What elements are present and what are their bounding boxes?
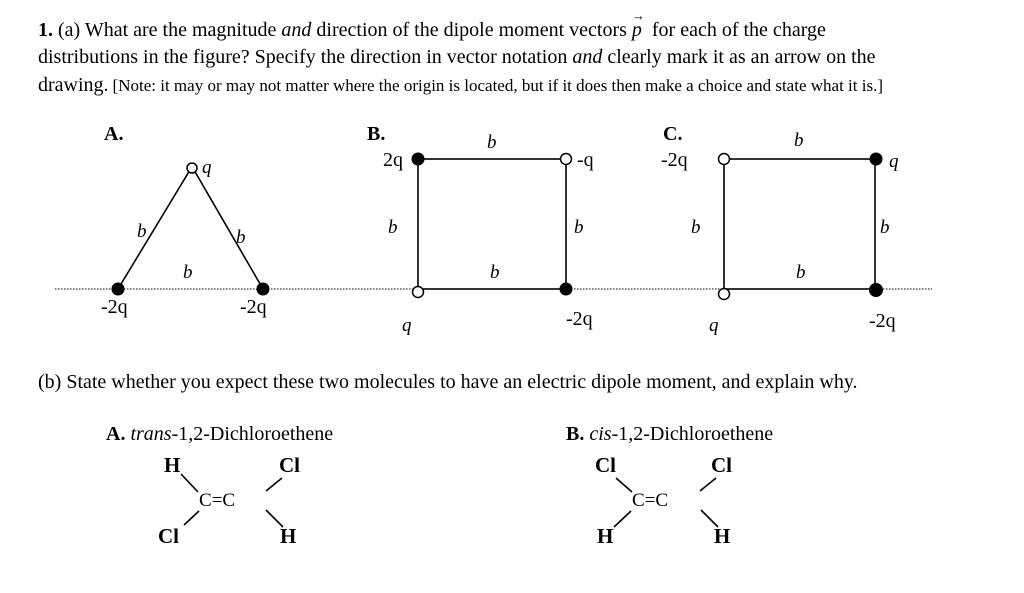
molecule-b-carbon-right: C xyxy=(655,490,669,511)
figure-b-side-right: b xyxy=(574,217,584,238)
square-c xyxy=(723,158,876,290)
figure-b-tl-charge: 2q xyxy=(383,149,403,171)
molecule-a-bottom-left-atom: Cl xyxy=(158,524,179,548)
molecule-b-carbon-left: C xyxy=(632,490,645,511)
problem-line-1: 1. (a) What are the magnitude and direct… xyxy=(38,8,826,41)
line3-part-a: drawing. xyxy=(38,74,109,96)
molecule-a-label: A. xyxy=(106,423,126,445)
bond-b-h-bottom-left xyxy=(613,510,632,528)
square-b xyxy=(417,158,567,290)
figure-b-label: B. xyxy=(367,123,386,145)
charge-dot-c-br xyxy=(869,283,883,297)
charge-dot-a-right xyxy=(256,282,270,296)
molecule-a-title: A. trans-1,2-Dichloroethene xyxy=(106,424,333,444)
triangle-side-left xyxy=(117,169,191,290)
molecule-a-carbon-right: C xyxy=(222,490,236,511)
figure-a-top-charge: q xyxy=(202,157,212,178)
bond-b-h-bottom-right xyxy=(700,509,719,528)
figure-b-side-top: b xyxy=(487,132,497,153)
molecule-b-label: B. xyxy=(566,423,585,445)
molecule-a-bottom-right-atom: H xyxy=(280,524,297,548)
figure-a-side-left: b xyxy=(137,221,147,242)
figure-c-side-right: b xyxy=(880,217,890,238)
molecule-b-bottom-right-atom: H xyxy=(714,524,731,548)
figure-a-label: A. xyxy=(104,123,124,145)
figure-a-side-right: b xyxy=(236,227,246,248)
charge-dot-b-bl xyxy=(411,285,425,299)
figure-b-bl-charge: q xyxy=(402,315,412,336)
problem-line-2: distributions in the figure? Specify the… xyxy=(38,47,876,67)
molecule-a-top-left-atom: H xyxy=(164,453,181,477)
figure-b-tr-charge: -q xyxy=(577,149,594,171)
molecule-b-name: -1,2-Dichloroethene xyxy=(611,423,774,445)
figure-c-tl-charge: -2q xyxy=(661,149,688,171)
charge-dot-b-br xyxy=(559,282,573,296)
figure-b-side-bottom: b xyxy=(490,262,500,283)
problem-line-3: drawing. [Note: it may or may not matter… xyxy=(38,75,883,95)
bond-b-cl-top-right xyxy=(699,477,717,492)
part-b-question: (b) State whether you expect these two m… xyxy=(38,371,858,393)
molecule-b-top-right-atom: Cl xyxy=(711,453,732,477)
vector-p-symbol: p→ xyxy=(631,8,645,41)
figure-c-side-left: b xyxy=(691,217,701,238)
figure-b-side-left: b xyxy=(388,217,398,238)
charge-dot-a-left xyxy=(111,282,125,296)
figure-b-br-charge: -2q xyxy=(566,308,593,330)
molecule-a-name: -1,2-Dichloroethene xyxy=(171,423,334,445)
molecule-a-top-right-atom: Cl xyxy=(279,453,300,477)
figure-c-br-charge: -2q xyxy=(869,310,896,332)
molecule-a-prefix: trans xyxy=(130,423,172,445)
bond-a-cl-top xyxy=(265,477,283,492)
charge-dot-b-tr xyxy=(559,152,573,166)
molecule-b-carbon-double-bond: C=C xyxy=(632,491,668,510)
charge-dot-a-top xyxy=(186,162,198,174)
line2-part-b: clearly mark it as an arrow on the xyxy=(607,46,876,68)
charge-dot-b-tl xyxy=(411,152,425,166)
molecule-a-carbon-double-bond: C=C xyxy=(199,491,235,510)
figure-a-left-charge: -2q xyxy=(101,296,128,318)
line1-and: and xyxy=(281,19,312,41)
line1-part-b: direction of the dipole moment vectors xyxy=(316,19,627,41)
line2-and: and xyxy=(572,46,603,68)
figure-c-tr-charge: q xyxy=(889,151,899,172)
triangle-side-right xyxy=(193,169,264,290)
bond-a-h-top xyxy=(180,473,199,493)
figure-c-side-top: b xyxy=(794,130,804,151)
charge-dot-c-bl xyxy=(717,287,731,301)
line1-part-c: for each of the charge xyxy=(651,19,826,41)
line2-part-a: distributions in the figure? Specify the… xyxy=(38,46,568,68)
problem-number: 1. xyxy=(38,19,53,41)
molecule-b-bond: = xyxy=(644,490,656,511)
bond-a-cl-bottom xyxy=(183,510,200,526)
molecule-a-bond: = xyxy=(211,490,223,511)
figure-c-label: C. xyxy=(663,123,683,145)
figure-a-right-charge: -2q xyxy=(240,296,267,318)
line1-part-a: (a) What are the magnitude xyxy=(58,19,277,41)
molecule-b-bottom-left-atom: H xyxy=(597,524,614,548)
molecule-a-carbon-left: C xyxy=(199,490,212,511)
figure-a-side-bottom: b xyxy=(183,262,193,283)
origin-note: [Note: it may or may not matter where th… xyxy=(112,76,883,95)
figure-c-side-bottom: b xyxy=(796,262,806,283)
bond-b-cl-top-left xyxy=(615,477,633,493)
molecule-b-prefix: cis xyxy=(589,423,612,445)
charge-dot-c-tr xyxy=(869,152,883,166)
bond-a-h-bottom xyxy=(265,509,284,528)
figure-c-bl-charge: q xyxy=(709,315,719,336)
charge-dot-c-tl xyxy=(717,152,731,166)
molecule-b-top-left-atom: Cl xyxy=(595,453,616,477)
molecule-b-title: B. cis-1,2-Dichloroethene xyxy=(566,424,773,444)
